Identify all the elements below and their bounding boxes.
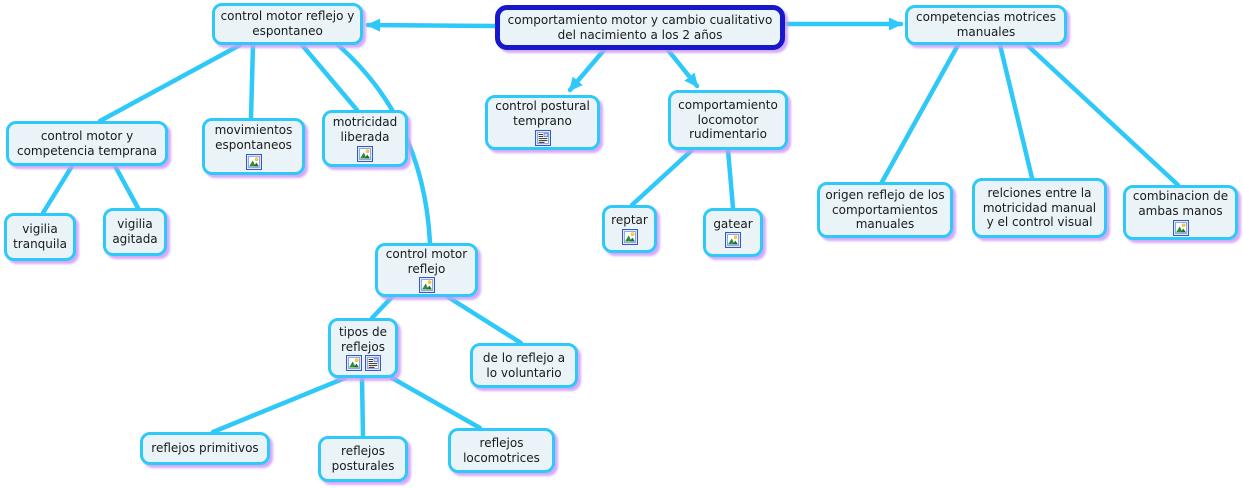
node-label: control postural temprano	[495, 99, 590, 128]
node-reflejos-locomotrices[interactable]: reflejos locomotrices	[448, 428, 555, 473]
edge-control-motor-reflejo--tipos-de-reflejos	[369, 294, 395, 321]
node-origen-reflejo-de-los-comportamientos-manuales[interactable]: origen reflejo de los comportamientos ma…	[817, 182, 953, 238]
node-label: reflejos primitivos	[151, 441, 259, 456]
node-control-motor-y-competencia-temprana[interactable]: control motor y competencia temprana	[6, 121, 168, 166]
image-resource-icon[interactable]	[725, 232, 741, 249]
resource-icon-row	[245, 153, 262, 170]
node-gatear[interactable]: gatear	[703, 208, 763, 257]
image-resource-icon[interactable]	[357, 145, 373, 162]
edge-root--control-motor-reflejo-y-espontaneo	[365, 18, 498, 32]
edge-control-motor-y-competencia-temprana--vigilia-tranquila	[40, 163, 75, 216]
node-competencias-motrices-manuales[interactable]: competencias motrices manuales	[905, 5, 1067, 45]
edge-competencias-motrices-manuales--relciones-entre-la-motricidad-manual-y-el-control-visual	[997, 42, 1035, 181]
node-movimientos-espontaneos[interactable]: movimientos espontaneos	[202, 118, 305, 175]
document-resource-icon[interactable]	[534, 129, 551, 146]
node-label: relciones entre la motricidad manual y e…	[982, 186, 1097, 230]
resource-icon-row	[357, 145, 373, 162]
edge-control-motor-reflejo-y-espontaneo--movimientos-espontaneos	[248, 42, 256, 121]
node-label: combinacion de ambas manos	[1132, 189, 1229, 218]
edge-control-motor-reflejo--de-lo-reflejo-a-lo-voluntario	[445, 294, 524, 346]
node-tipos-de-reflejos[interactable]: tipos de reflejos	[328, 318, 398, 378]
node-control-motor-reflejo[interactable]: control motor reflejo	[375, 243, 478, 297]
node-comportamiento-locomotor-rudimentario[interactable]: comportamiento locomotor rudimentario	[668, 90, 788, 150]
edge-root--comportamiento-locomotor-rudimentario	[665, 47, 700, 89]
node-label: reflejos locomotrices	[463, 435, 540, 465]
node-label: reflejos posturales	[331, 444, 395, 473]
node-control-postural-temprano[interactable]: control postural temprano	[485, 95, 600, 150]
resource-icon-row	[534, 129, 551, 146]
edge-tipos-de-reflejos--reflejos-primitivos	[210, 375, 348, 435]
node-root[interactable]: comportamiento motor y cambio cualitativ…	[495, 5, 785, 50]
node-label: comportamiento locomotor rudimentario	[678, 98, 778, 142]
node-label: reptar	[611, 213, 648, 228]
node-reflejos-posturales[interactable]: reflejos posturales	[318, 436, 408, 482]
edge-control-motor-reflejo-y-espontaneo--motricidad-liberada	[299, 42, 360, 113]
edge-root--control-postural-temprano	[567, 47, 607, 93]
document-resource-icon[interactable]	[364, 355, 381, 372]
node-label: tipos de reflejos	[338, 324, 388, 354]
node-reptar[interactable]: reptar	[602, 205, 657, 253]
node-label: origen reflejo de los comportamientos ma…	[825, 188, 945, 232]
edge-comportamiento-locomotor-rudimentario--gatear	[725, 147, 736, 211]
resource-icon-row	[418, 277, 435, 294]
node-motricidad-liberada[interactable]: motricidad liberada	[322, 110, 408, 167]
node-reflejos-primitivos[interactable]: reflejos primitivos	[140, 432, 270, 465]
node-label: control motor reflejo	[385, 246, 468, 276]
resource-icon-row	[345, 355, 381, 372]
node-label: motricidad liberada	[332, 115, 398, 144]
edge-control-motor-reflejo-y-espontaneo--control-motor-y-competencia-temprana	[97, 42, 243, 124]
node-de-lo-reflejo-a-lo-voluntario[interactable]: de lo reflejo a lo voluntario	[470, 343, 578, 388]
image-resource-icon[interactable]	[245, 153, 262, 170]
node-label: control motor reflejo y espontaneo	[220, 9, 355, 38]
resource-icon-row	[621, 228, 638, 245]
resource-icon-row	[725, 232, 741, 249]
node-label: vigilia tranquila	[13, 222, 67, 251]
node-label: de lo reflejo a lo voluntario	[482, 350, 566, 380]
edge-competencias-motrices-manuales--combinacion-de-ambas-manos	[1024, 42, 1181, 188]
node-relciones-entre-la-motricidad-manual-y-el-control-visual[interactable]: relciones entre la motricidad manual y e…	[972, 178, 1107, 238]
node-label: competencias motrices manuales	[916, 10, 1056, 39]
image-resource-icon[interactable]	[418, 277, 435, 294]
node-combinacion-de-ambas-manos[interactable]: combinacion de ambas manos	[1123, 185, 1238, 240]
node-label: control motor y competencia temprana	[16, 128, 158, 158]
edge-control-motor-y-competencia-temprana--vigilia-agitada	[112, 163, 141, 211]
node-vigilia-tranquila[interactable]: vigilia tranquila	[4, 213, 76, 261]
node-vigilia-agitada[interactable]: vigilia agitada	[103, 208, 167, 256]
edge-tipos-de-reflejos--reflejos-locomotrices	[389, 375, 483, 431]
image-resource-icon[interactable]	[345, 355, 362, 372]
node-label: vigilia agitada	[112, 217, 158, 246]
edge-competencias-motrices-manuales--origen-reflejo-de-los-comportamientos-manuales	[879, 42, 961, 185]
edge-comportamiento-locomotor-rudimentario--reptar	[629, 147, 695, 208]
image-resource-icon[interactable]	[1172, 219, 1189, 236]
node-label: comportamiento motor y cambio cualitativ…	[507, 12, 773, 42]
node-control-motor-reflejo-y-espontaneo[interactable]: control motor reflejo y espontaneo	[212, 3, 363, 45]
node-label: gatear	[713, 216, 753, 231]
edge-tipos-de-reflejos--reflejos-posturales	[359, 375, 366, 439]
image-resource-icon[interactable]	[621, 228, 638, 245]
resource-icon-row	[1172, 219, 1189, 236]
node-label: movimientos espontaneos	[214, 123, 293, 152]
